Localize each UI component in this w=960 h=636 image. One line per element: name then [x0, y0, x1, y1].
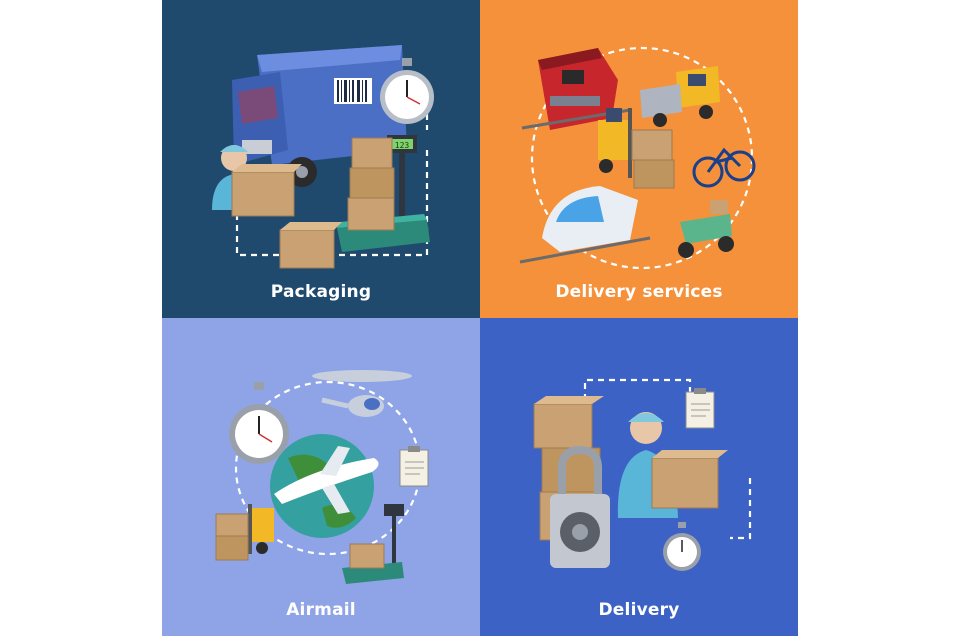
packaging-illustration: 123	[212, 45, 434, 269]
delivery-services-illustration	[519, 46, 756, 270]
scale-icon	[342, 504, 404, 584]
forklift-icon	[215, 504, 274, 561]
stopwatch-icon	[663, 522, 701, 571]
padlock-icon	[550, 445, 610, 568]
tile-label: Delivery services	[555, 282, 723, 302]
tile-label: Packaging	[270, 282, 372, 302]
tile-delivery-services: Delivery services	[480, 0, 798, 318]
airmail-illustration	[215, 370, 429, 584]
clipboard-icon	[685, 388, 715, 429]
scooter-icon	[678, 200, 734, 258]
airplane-icon	[274, 446, 379, 514]
helicopter-icon	[312, 370, 412, 417]
courier-icon	[212, 145, 302, 217]
stopwatch-icon	[380, 58, 434, 124]
tile-label: Airmail	[286, 600, 356, 620]
tile-delivery: Delivery	[480, 318, 798, 636]
box-icon	[279, 137, 395, 269]
tile-label: Delivery	[598, 600, 680, 620]
forklift-icon	[598, 108, 675, 189]
bicycle-icon	[692, 147, 756, 188]
stopwatch-icon	[229, 382, 289, 464]
svg-text:123: 123	[395, 141, 410, 150]
tile-airmail: Airmail	[162, 318, 480, 636]
courier-icon	[617, 412, 728, 518]
tile-packaging: 123 Packaging	[162, 0, 480, 318]
truck-icon	[640, 66, 720, 127]
delivery-illustration	[533, 378, 752, 571]
icon-grid: 123 Packaging	[162, 0, 798, 636]
clipboard-icon	[399, 446, 429, 487]
high-speed-train-icon	[519, 186, 651, 264]
